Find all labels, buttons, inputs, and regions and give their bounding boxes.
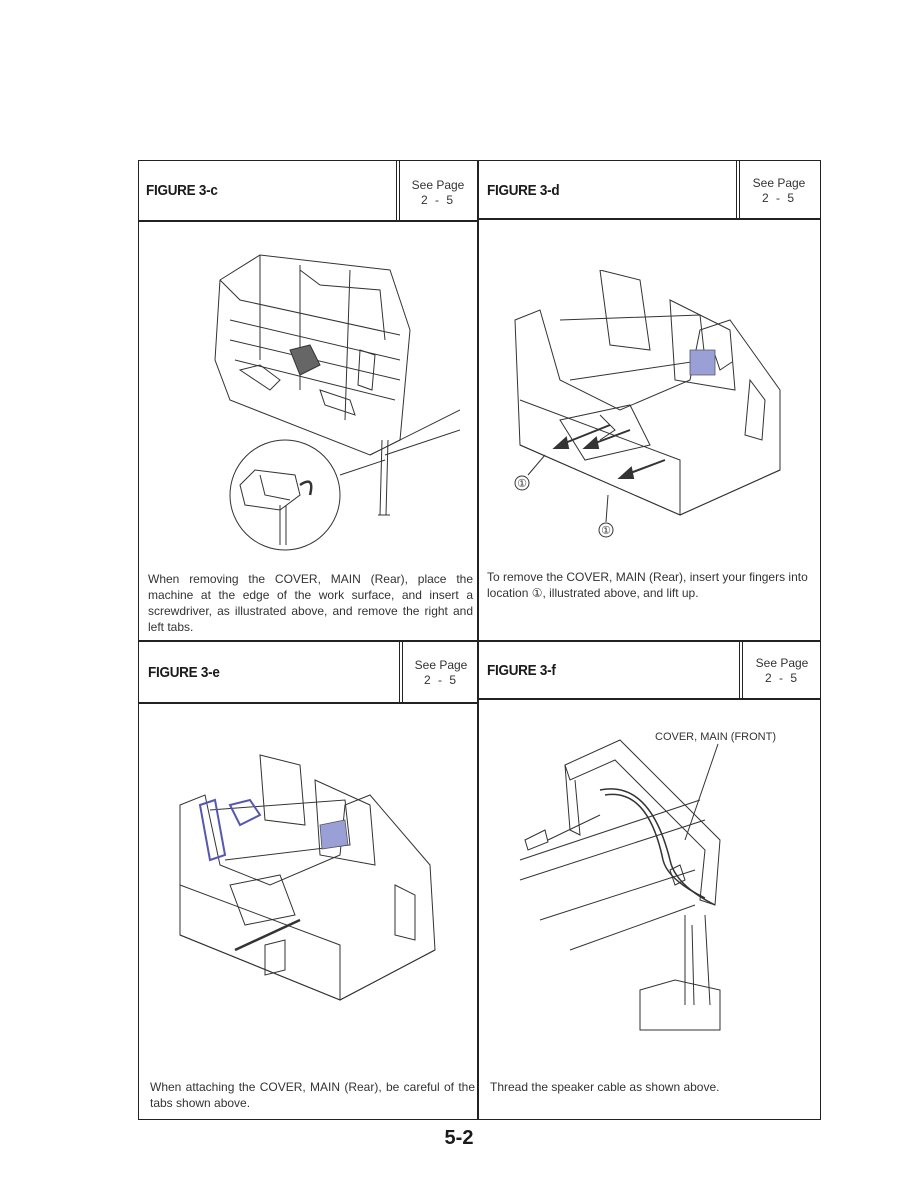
header-rule-3d — [478, 218, 821, 220]
see-page-3c: See Page 2 - 5 — [403, 178, 473, 208]
seepage-divider-3c-b — [399, 160, 400, 220]
seepage-divider-3f-b — [742, 641, 743, 698]
seepage-divider-3d-b — [739, 160, 740, 218]
seepage-divider-3f — [739, 641, 740, 698]
figure-title-3e: FIGURE 3-e — [148, 664, 220, 681]
header-rule-3f — [478, 698, 821, 700]
see-page-label: See Page — [411, 178, 465, 192]
callout-1-bottom: ① — [601, 525, 611, 537]
seepage-divider-3c — [396, 160, 397, 220]
caption-3e: When attaching the COVER, MAIN (Rear), b… — [150, 1080, 475, 1110]
see-page-number: 2 - 5 — [764, 671, 799, 685]
figure-title-3c: FIGURE 3-c — [146, 182, 218, 199]
figure-3e-illustration — [179, 754, 436, 1001]
seepage-divider-3e — [399, 641, 400, 702]
figure-3c-illustration — [214, 254, 460, 551]
callout-1-left: ① — [517, 478, 527, 490]
figure-title-3d: FIGURE 3-d — [487, 182, 560, 199]
see-page-3e: See Page 2 - 5 — [406, 658, 476, 688]
caption-3f: Thread the speaker cable as shown above. — [490, 1080, 720, 1094]
seepage-divider-3d — [736, 160, 737, 218]
header-rule-3e — [138, 702, 478, 704]
seepage-divider-3e-b — [402, 641, 403, 702]
annotation-cover-main-front: COVER, MAIN (FRONT) — [655, 731, 776, 743]
page-number: 5-2 — [444, 1127, 474, 1149]
figure-3d-illustration: ① ① — [514, 270, 781, 538]
see-page-number: 2 - 5 — [423, 673, 458, 687]
caption-3d: To remove the COVER, MAIN (Rear), insert… — [487, 570, 808, 600]
row-divider — [138, 640, 821, 642]
figure-title-3f: FIGURE 3-f — [487, 662, 556, 679]
see-page-label: See Page — [752, 176, 806, 190]
see-page-3d: See Page 2 - 5 — [743, 176, 815, 206]
see-page-label: See Page — [414, 658, 468, 672]
see-page-label: See Page — [755, 656, 809, 670]
see-page-3f: See Page 2 - 5 — [746, 656, 818, 686]
caption-3c: When removing the COVER, MAIN (Rear), pl… — [148, 572, 473, 634]
header-rule-3c — [138, 220, 478, 222]
figure-3f-illustration: COVER, MAIN (FRONT) — [519, 731, 776, 1031]
see-page-number: 2 - 5 — [761, 191, 796, 205]
see-page-number: 2 - 5 — [420, 193, 455, 207]
